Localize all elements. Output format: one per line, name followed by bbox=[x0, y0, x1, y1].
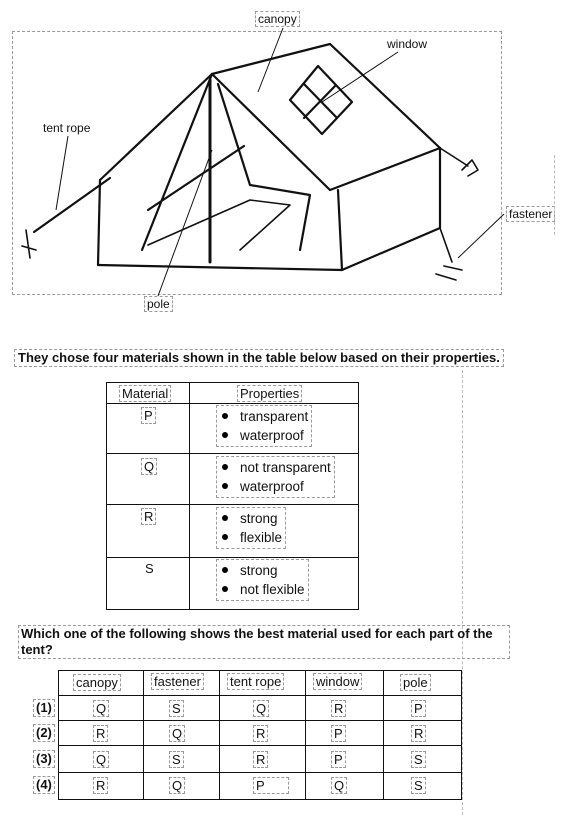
options-table-column-divider bbox=[219, 671, 220, 799]
option-cell: S bbox=[169, 700, 184, 717]
margin-guide-center bbox=[462, 370, 463, 815]
option-cell: Q bbox=[169, 777, 186, 794]
option-cell: R bbox=[253, 751, 269, 768]
label-canopy: canopy bbox=[255, 11, 300, 27]
tent-door-flap-left bbox=[140, 72, 246, 252]
option-cell: R bbox=[93, 725, 109, 742]
tent-peg-left bbox=[21, 229, 37, 259]
properties-list: transparent waterproof bbox=[216, 405, 313, 447]
leader-tent-rope bbox=[55, 135, 69, 211]
options-table-row-line bbox=[59, 772, 461, 773]
intro-text: They chose four materials shown in the t… bbox=[14, 349, 504, 367]
margin-guide-right bbox=[554, 155, 555, 235]
material-cell: R bbox=[141, 508, 157, 525]
option-number: (4) bbox=[33, 776, 55, 794]
options-header-tent-rope: tent rope bbox=[227, 673, 285, 690]
options-table-column-divider bbox=[143, 671, 144, 799]
materials-table-row-line bbox=[107, 557, 358, 558]
options-table-row-line bbox=[59, 720, 461, 721]
option-cell: S bbox=[169, 751, 184, 768]
option-cell: Q bbox=[331, 777, 348, 794]
options-table-column-divider bbox=[305, 671, 306, 799]
tent-roof-front-right bbox=[210, 72, 332, 192]
option-cell: Q bbox=[169, 725, 186, 742]
option-cell: R bbox=[411, 725, 427, 742]
tent-roof-front-left bbox=[98, 72, 214, 182]
option-cell: Q bbox=[93, 751, 110, 768]
option-cell: S bbox=[411, 751, 426, 768]
option-cell: S bbox=[411, 777, 426, 794]
leader-fastener bbox=[457, 213, 505, 259]
options-table-header-line bbox=[59, 695, 461, 696]
options-header-window: window bbox=[313, 673, 363, 690]
option-cell: P bbox=[253, 777, 289, 794]
option-cell: R bbox=[331, 700, 347, 717]
option-cell: P bbox=[331, 751, 346, 768]
property-item: transparent bbox=[220, 407, 308, 426]
materials-header-material: Material bbox=[119, 385, 172, 402]
material-cell: Q bbox=[141, 458, 158, 475]
property-item: not transparent bbox=[220, 458, 331, 477]
tent-window bbox=[288, 64, 354, 136]
leader-pole bbox=[157, 149, 213, 297]
tent-floor bbox=[147, 199, 291, 251]
options-table: canopy fastener tent rope window pole Q … bbox=[58, 670, 462, 800]
material-cell: S bbox=[145, 561, 154, 576]
option-cell: Q bbox=[253, 700, 270, 717]
property-item: not flexible bbox=[220, 580, 305, 599]
options-table-row-line bbox=[59, 745, 461, 746]
option-cell: P bbox=[331, 725, 346, 742]
property-item: strong bbox=[220, 509, 282, 528]
materials-header-properties: Properties bbox=[237, 385, 303, 402]
materials-table-header-line bbox=[107, 403, 358, 404]
option-number: (1) bbox=[33, 699, 55, 717]
label-tent-rope: tent rope bbox=[43, 121, 91, 135]
option-cell: Q bbox=[93, 700, 110, 717]
option-cell: R bbox=[93, 777, 109, 794]
tent-eave-right bbox=[328, 146, 442, 192]
tent-front-wall-left bbox=[96, 178, 102, 267]
option-cell: R bbox=[253, 725, 269, 742]
options-table-column-divider bbox=[383, 671, 384, 799]
leader-window bbox=[321, 51, 399, 103]
label-window: window bbox=[387, 37, 428, 51]
option-number: (3) bbox=[33, 750, 55, 768]
tent-ground-front bbox=[96, 263, 344, 272]
tent-rope-left bbox=[32, 176, 112, 234]
materials-table-row-line bbox=[107, 453, 358, 454]
option-number: (2) bbox=[33, 724, 55, 742]
materials-table: Material Properties P transparent waterp… bbox=[106, 382, 359, 610]
properties-list: strong flexible bbox=[216, 507, 287, 549]
leader-canopy bbox=[257, 27, 284, 93]
material-cell: P bbox=[141, 407, 156, 424]
label-pole: pole bbox=[144, 296, 173, 312]
properties-list: strong not flexible bbox=[216, 559, 309, 601]
tent-figure-frame bbox=[12, 31, 502, 295]
property-item: waterproof bbox=[220, 426, 308, 445]
property-item: strong bbox=[220, 561, 305, 580]
property-item: waterproof bbox=[220, 477, 331, 496]
option-cell: P bbox=[411, 700, 426, 717]
materials-table-row-line bbox=[107, 504, 358, 505]
properties-list: not transparent waterproof bbox=[216, 456, 335, 498]
question-text: Which one of the following shows the bes… bbox=[18, 625, 510, 659]
tent-wall-right bbox=[336, 146, 442, 272]
options-header-fastener: fastener bbox=[151, 673, 204, 690]
tent-roof-back-slope bbox=[328, 42, 442, 150]
options-header-canopy: canopy bbox=[73, 674, 121, 691]
label-fastener: fastener bbox=[506, 206, 556, 222]
materials-table-column-divider bbox=[189, 383, 190, 609]
tent-peg-right bbox=[435, 227, 463, 281]
tent-door-flap-right bbox=[216, 82, 312, 252]
tent-rope-right bbox=[439, 147, 479, 177]
property-item: flexible bbox=[220, 528, 282, 547]
options-header-pole: pole bbox=[400, 674, 431, 691]
